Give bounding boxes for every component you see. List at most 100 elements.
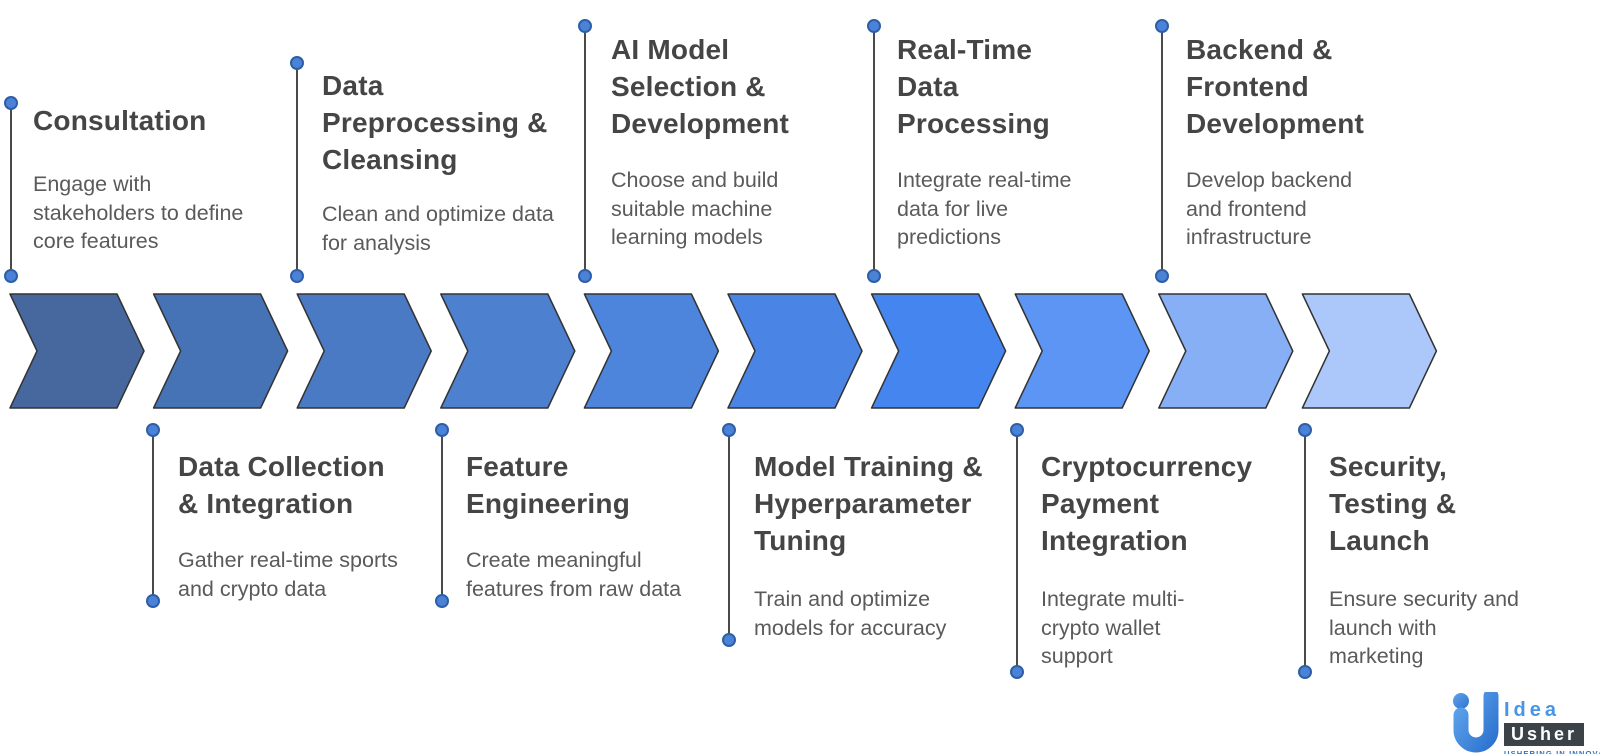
step-description-line: and frontend [1186, 196, 1307, 221]
connector-dot [4, 269, 18, 283]
connector-line [728, 430, 730, 640]
chevron-step-5 [583, 293, 720, 409]
connector-dot [578, 19, 592, 33]
connector-line [441, 430, 443, 601]
step-title: Consultation [33, 102, 207, 139]
step-description: Develop backend and frontend infrastructur… [1186, 166, 1352, 252]
step-title-line: Security, [1329, 451, 1447, 482]
chevron-step-7 [870, 293, 1007, 409]
logo-tagline-text: USHERING IN INNOVATION [1504, 749, 1600, 754]
chevron-step-9 [1158, 293, 1294, 409]
step-description-line: Ensure security and [1329, 587, 1520, 611]
step-description-line: crypto wallet [1041, 615, 1161, 640]
connector-line [873, 26, 875, 276]
chevron-step-2 [152, 293, 289, 409]
step-description-line: Develop backend [1186, 168, 1353, 192]
connector-dot [435, 594, 449, 608]
step-title-line: Backend & [1186, 34, 1333, 65]
chevron-step-1 [9, 293, 145, 409]
step-description-line: and crypto data [178, 576, 327, 601]
step-description-line: Integrate real-time [897, 168, 1072, 192]
step-description-line: Choose and build [611, 168, 779, 192]
logo-text-column: Idea Usher USHERING IN INNOVATION [1504, 692, 1600, 754]
step-title-line: Hyperparameter [754, 488, 972, 519]
connector-dot [1010, 665, 1024, 679]
step-title-line: Preprocessing & [322, 107, 548, 138]
step-description: Train and optimize models for accuracy [754, 585, 946, 642]
step-title-line: Consultation [33, 105, 207, 136]
step-description-line: launch with [1329, 615, 1437, 640]
step-title-line: Launch [1329, 525, 1430, 556]
step-title-line: Processing [897, 108, 1050, 139]
chevron-step-8 [1014, 293, 1150, 409]
connector-dot [146, 423, 160, 437]
step-description-line: models for accuracy [754, 615, 947, 640]
step-title-line: Frontend [1186, 71, 1309, 102]
step-description-line: support [1041, 644, 1113, 668]
step-description-line: learning models [611, 225, 763, 249]
step-description: Ensure security and launch with marketing [1329, 585, 1519, 671]
connector-dot [722, 423, 736, 437]
step-title-line: Testing & [1329, 488, 1457, 519]
step-description-line: for analysis [322, 230, 431, 255]
ideausher-logo: Idea Usher USHERING IN INNOVATION [1452, 692, 1600, 754]
connector-dot [1298, 665, 1312, 679]
connector-dot [722, 633, 736, 647]
step-description-line: marketing [1329, 644, 1424, 668]
step-description-line: Clean and optimize data [322, 202, 554, 226]
step-title-line: AI Model [611, 34, 730, 65]
connector-dot [1155, 19, 1169, 33]
step-title-line: Payment [1041, 488, 1160, 519]
chevron-step-10 [1301, 293, 1438, 409]
connector-dot [867, 19, 881, 33]
step-title-line: Development [1186, 108, 1365, 139]
connector-dot [4, 96, 18, 110]
connector-dot [146, 594, 160, 608]
logo-usher-text: Usher [1504, 723, 1585, 746]
step-title-line: Integration [1041, 525, 1188, 556]
step-description-line: infrastructure [1186, 225, 1312, 249]
step-title: Security, Testing & Launch [1329, 448, 1456, 559]
step-title-line: Data [897, 71, 959, 102]
step-description: Clean and optimize data for analysis [322, 200, 554, 257]
step-title-line: & Integration [178, 488, 354, 519]
connector-dot [867, 269, 881, 283]
connector-dot [578, 269, 592, 283]
step-title-line: Feature [466, 451, 569, 482]
chevron-step-6 [727, 293, 863, 409]
step-description-line: Engage with [33, 172, 152, 196]
connector-dot [290, 56, 304, 70]
connector-line [584, 26, 586, 276]
chevron-band [9, 293, 1438, 409]
step-description-line: stakeholders to define [33, 200, 244, 225]
connector-dot [290, 269, 304, 283]
step-title: Data Collection & Integration [178, 448, 385, 522]
step-title-line: Real-Time [897, 34, 1033, 65]
step-title-line: Tuning [754, 525, 847, 556]
connector-dot [1298, 423, 1312, 437]
step-title-line: Selection & [611, 71, 766, 102]
step-description-line: Create meaningful [466, 548, 642, 572]
chevron-step-4 [440, 293, 576, 409]
step-title-line: Data Collection [178, 451, 385, 482]
step-description-line: Train and optimize [754, 587, 931, 611]
logo-idea-text: Idea [1504, 699, 1561, 721]
step-description-line: features from raw data [466, 576, 682, 601]
step-description-line: data for live [897, 196, 1009, 221]
ideausher-iu-icon [1453, 692, 1499, 753]
step-title-line: Model Training & [754, 451, 983, 482]
connector-line [152, 430, 154, 601]
step-title-line: Cryptocurrency [1041, 451, 1253, 482]
